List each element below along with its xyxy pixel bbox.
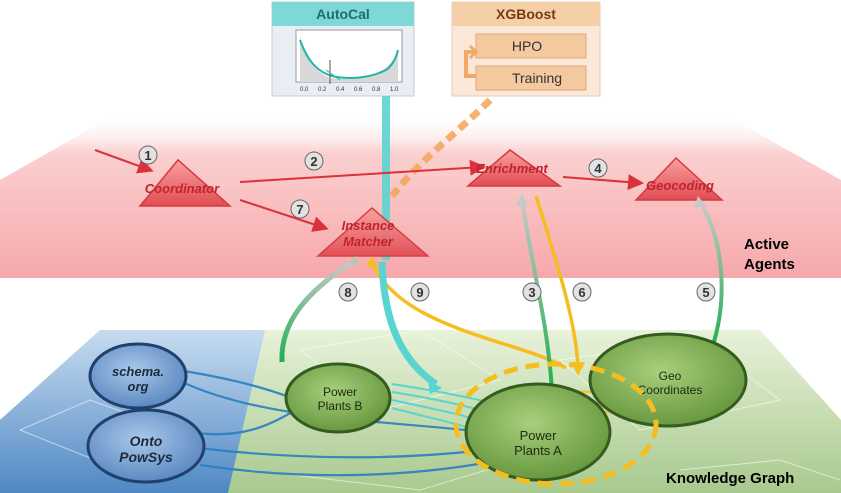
xgboost-to-matcher-link: [389, 97, 493, 199]
step-3: 3: [528, 285, 535, 300]
matcher-label-1: Instance: [342, 218, 395, 233]
autocal-tick-1: 0.2: [318, 87, 327, 93]
training-box: [475, 65, 587, 91]
knowledge-graph-label: Knowledge Graph: [666, 470, 794, 487]
kg-node-ontopowsys[interactable]: Onto PowSys: [86, 408, 206, 484]
ontopowsys-label-2: PowSys: [119, 449, 173, 465]
agent-geocoding[interactable]: Geocoding: [634, 156, 724, 201]
kg-node-power-plants-b[interactable]: Power Plants B: [284, 362, 392, 434]
agent-enrichment[interactable]: Enrichment: [465, 149, 563, 187]
agent-coordinator[interactable]: Coordinator: [138, 158, 232, 207]
calibration-plot: [295, 29, 403, 84]
ppb-label-2: Plants B: [318, 399, 363, 413]
hpo-box: [475, 33, 587, 59]
ontology-links: [177, 368, 491, 477]
schema-label-1: schema.: [112, 364, 164, 379]
training-label: Training: [512, 70, 562, 86]
match-highlight-ring: [453, 361, 659, 487]
agent-arrows: [94, 149, 644, 232]
kg-node-geo-coordinates[interactable]: Geo Coordinates: [588, 332, 748, 428]
step-9: 9: [416, 285, 423, 300]
xgboost-box: XGBoost HPO Training: [451, 1, 601, 97]
autocal-box: AutoCal 0.0 0.2 0.4 0.6 0.8 1.0: [271, 1, 415, 97]
coordinator-label: Coordinator: [145, 181, 220, 196]
autocal-title: AutoCal: [316, 6, 370, 22]
ppa-label-1: Power: [520, 428, 558, 443]
autocal-tick-3: 0.6: [354, 87, 363, 93]
kg-node-power-plants-a[interactable]: Power Plants A: [453, 361, 659, 487]
step-5: 5: [702, 285, 709, 300]
autocal-tick-0: 0.0: [300, 87, 309, 93]
agents-plane: [0, 112, 841, 278]
step-4: 4: [594, 161, 602, 176]
agent-instance-matcher[interactable]: Instance Matcher: [316, 207, 431, 257]
step-7: 7: [296, 202, 303, 217]
ppb-label-1: Power: [323, 385, 357, 399]
step-1: 1: [144, 148, 151, 163]
enrichment-label: Enrichment: [476, 161, 548, 176]
autocal-tick-5: 1.0: [390, 87, 399, 93]
ontopowsys-label-1: Onto: [130, 433, 163, 449]
xgboost-title: XGBoost: [496, 6, 556, 22]
loop-arrow: [464, 50, 476, 78]
autocal-tick-4: 0.8: [372, 87, 381, 93]
agents-layer-label-1: Active: [744, 236, 789, 253]
agents-layer-label-2: Agents: [744, 256, 795, 273]
schema-label-2: org: [128, 379, 149, 394]
matcher-label-2: Matcher: [343, 234, 394, 249]
ppa-label-2: Plants A: [514, 443, 562, 458]
step-markers: 1 2 3 4 5 6 7 8 9: [138, 145, 716, 302]
step-2: 2: [310, 154, 317, 169]
geocoding-label: Geocoding: [646, 178, 714, 193]
kg-node-schema-org[interactable]: schema. org: [88, 342, 188, 410]
autocal-tick-2: 0.4: [336, 87, 345, 93]
geo-label-2: Coordinates: [638, 383, 703, 397]
step-8: 8: [344, 285, 351, 300]
step-6: 6: [578, 285, 585, 300]
geo-label-1: Geo: [659, 369, 682, 383]
hpo-label: HPO: [512, 38, 542, 54]
